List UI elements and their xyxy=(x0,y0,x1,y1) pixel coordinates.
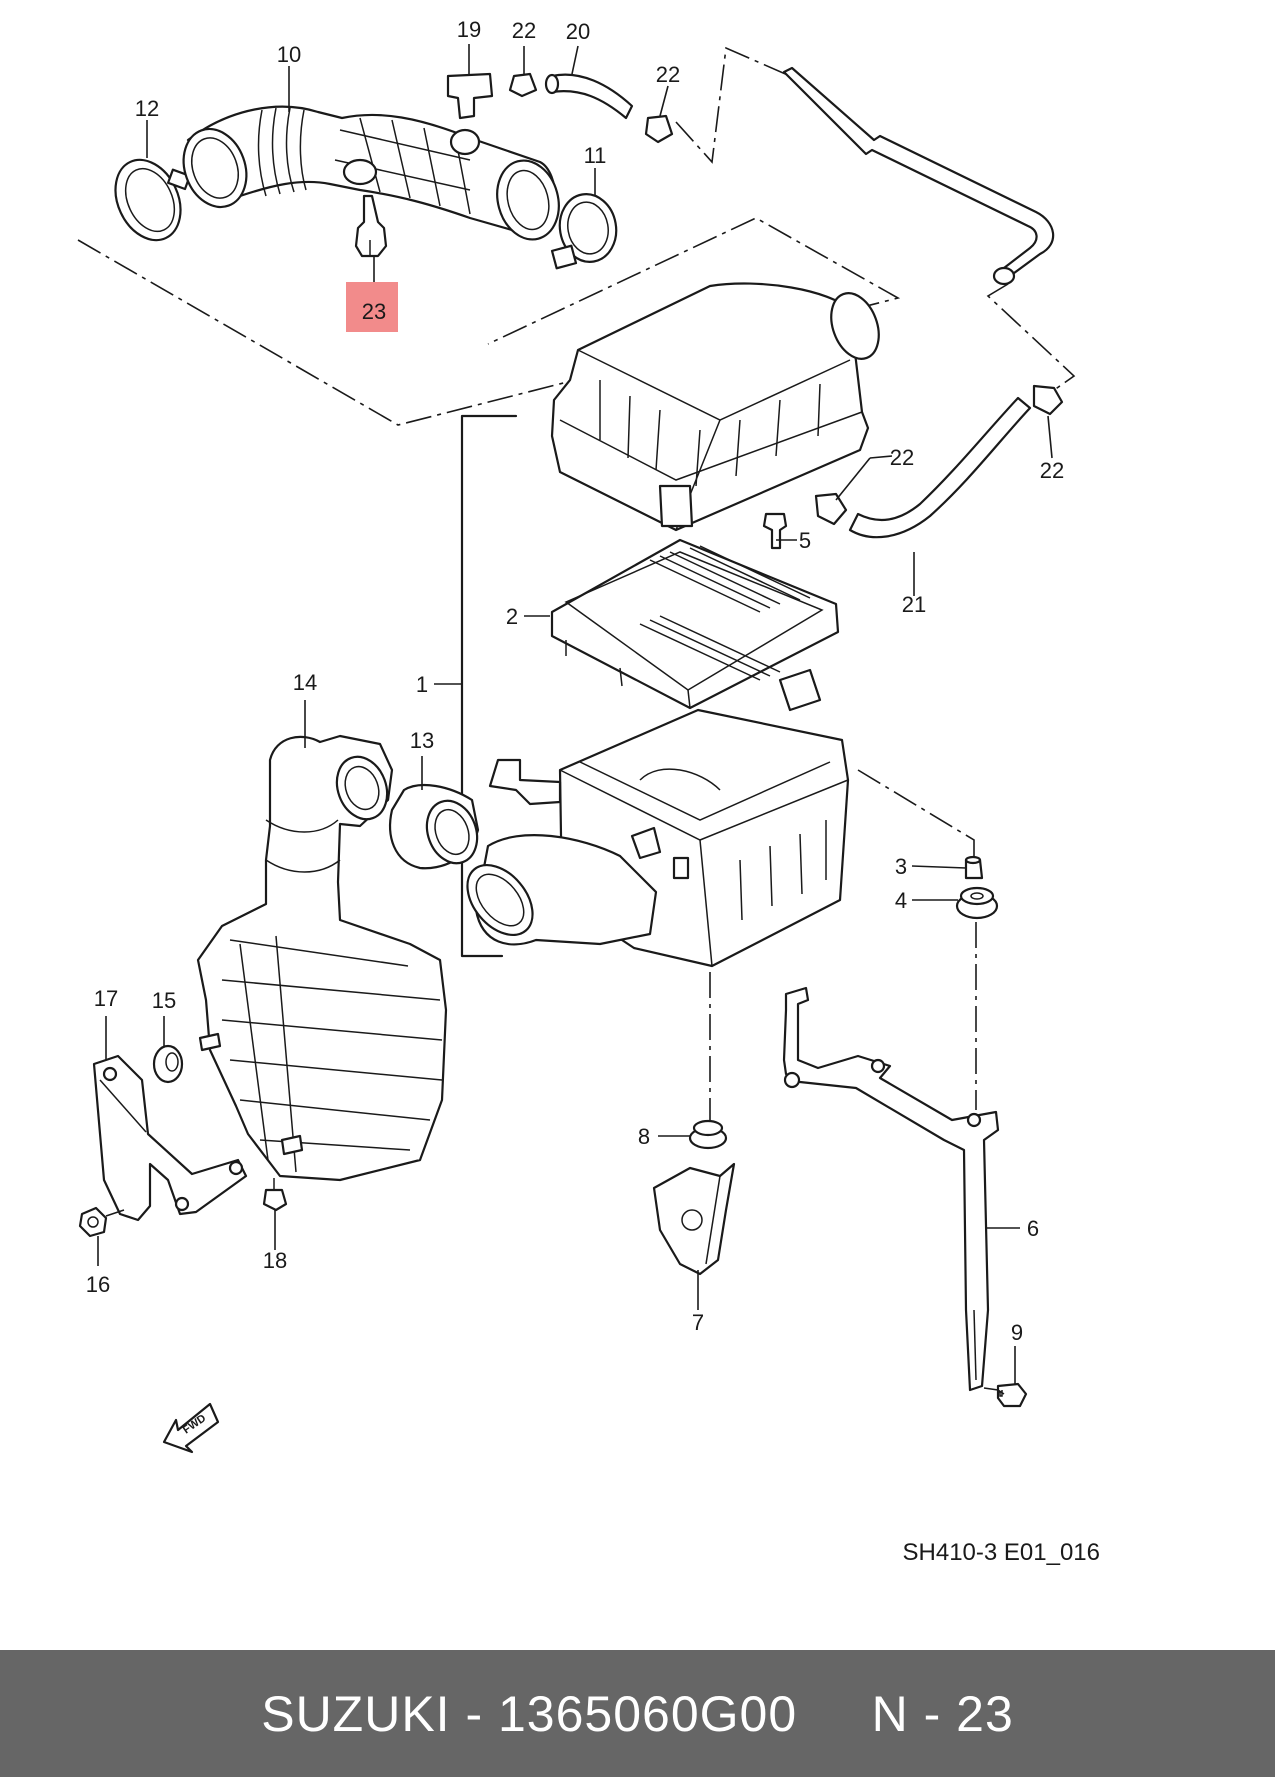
clamp-part-11 xyxy=(550,193,618,270)
assembly-bracket-1 xyxy=(460,414,518,958)
filter-element-part-2 xyxy=(550,538,840,710)
callout-12: 12 xyxy=(135,96,159,121)
callout-14: 14 xyxy=(293,670,317,695)
callout-labels: 19 22 20 22 10 12 11 23 22 22 5 21 2 1 1… xyxy=(86,17,1064,1345)
callout-20: 20 xyxy=(566,19,590,44)
callout-3: 3 xyxy=(895,854,907,879)
air-cleaner-cover xyxy=(550,282,880,532)
breather-pipe xyxy=(782,66,1055,286)
hose-part-20 xyxy=(544,73,634,120)
sensor-part-23 xyxy=(346,194,398,332)
bracket-part-6 xyxy=(782,986,1000,1392)
callout-22-top: 22 xyxy=(512,18,536,43)
clamp-part-12 xyxy=(114,158,191,242)
callout-19: 19 xyxy=(457,17,481,42)
drawing-reference: SH410-3 E01_016 xyxy=(903,1539,1100,1566)
callout-18: 18 xyxy=(263,1248,287,1273)
callout-13: 13 xyxy=(410,728,434,753)
callout-23: 23 xyxy=(362,299,386,324)
grommet-part-15 xyxy=(152,1044,184,1084)
clip-part-22-middle xyxy=(814,492,848,526)
callout-1: 1 xyxy=(416,672,428,697)
cushion-part-3 xyxy=(964,855,984,880)
clip-part-22-far-right xyxy=(1032,384,1064,416)
leader-lines xyxy=(97,44,1053,1384)
callout-5: 5 xyxy=(799,528,811,553)
callout-16: 16 xyxy=(86,1272,110,1297)
callout-10: 10 xyxy=(277,42,301,67)
screw-part-5 xyxy=(762,512,788,550)
callout-7: 7 xyxy=(692,1310,704,1335)
footer-bar: SUZUKI - 1365060G00 N - 23 xyxy=(0,1650,1275,1777)
callout-22-right: 22 xyxy=(656,62,680,87)
hose-part-21 xyxy=(848,396,1032,539)
callout-9: 9 xyxy=(1011,1320,1023,1345)
callout-15: 15 xyxy=(152,988,176,1013)
fitting-part-19 xyxy=(446,72,494,120)
part-number-caption: SUZUKI - 1365060G00 N - 23 xyxy=(261,1685,1014,1742)
grommet-part-4 xyxy=(955,886,999,920)
nut-part-16 xyxy=(78,1206,125,1238)
bolt-part-18 xyxy=(262,1178,288,1212)
clip-part-22-right xyxy=(644,114,674,144)
bracket-part-7 xyxy=(652,1162,736,1276)
highlight-box-23 xyxy=(346,282,398,332)
callout-22-far-right: 22 xyxy=(1040,458,1064,483)
callout-22-middle: 22 xyxy=(890,445,914,470)
intake-group-frame xyxy=(77,217,901,426)
fwd-arrow-icon: FWD xyxy=(162,1402,220,1454)
callout-8: 8 xyxy=(638,1124,650,1149)
callout-2: 2 xyxy=(506,604,518,629)
grommet-part-8 xyxy=(688,1119,728,1150)
callout-11: 11 xyxy=(584,143,607,168)
intake-duct-part-10 xyxy=(182,105,560,241)
parts-diagram: FWD 19 22 20 22 10 12 xyxy=(77,17,1100,1566)
callout-6: 6 xyxy=(1027,1216,1039,1241)
breather-hose-link-line xyxy=(986,283,1076,401)
callout-17: 17 xyxy=(94,986,118,1011)
bracket-part-17 xyxy=(92,1054,248,1222)
sleeve-part-13 xyxy=(389,783,480,870)
resonator-part-14 xyxy=(196,734,448,1182)
callout-21: 21 xyxy=(902,592,926,617)
mount-link-line-3 xyxy=(857,769,975,858)
vent-pipe-link-line xyxy=(675,46,791,164)
clip-part-22-top xyxy=(508,72,538,98)
callout-4: 4 xyxy=(895,888,907,913)
bolt-part-9 xyxy=(983,1382,1028,1408)
air-outlet-tube xyxy=(466,834,658,946)
